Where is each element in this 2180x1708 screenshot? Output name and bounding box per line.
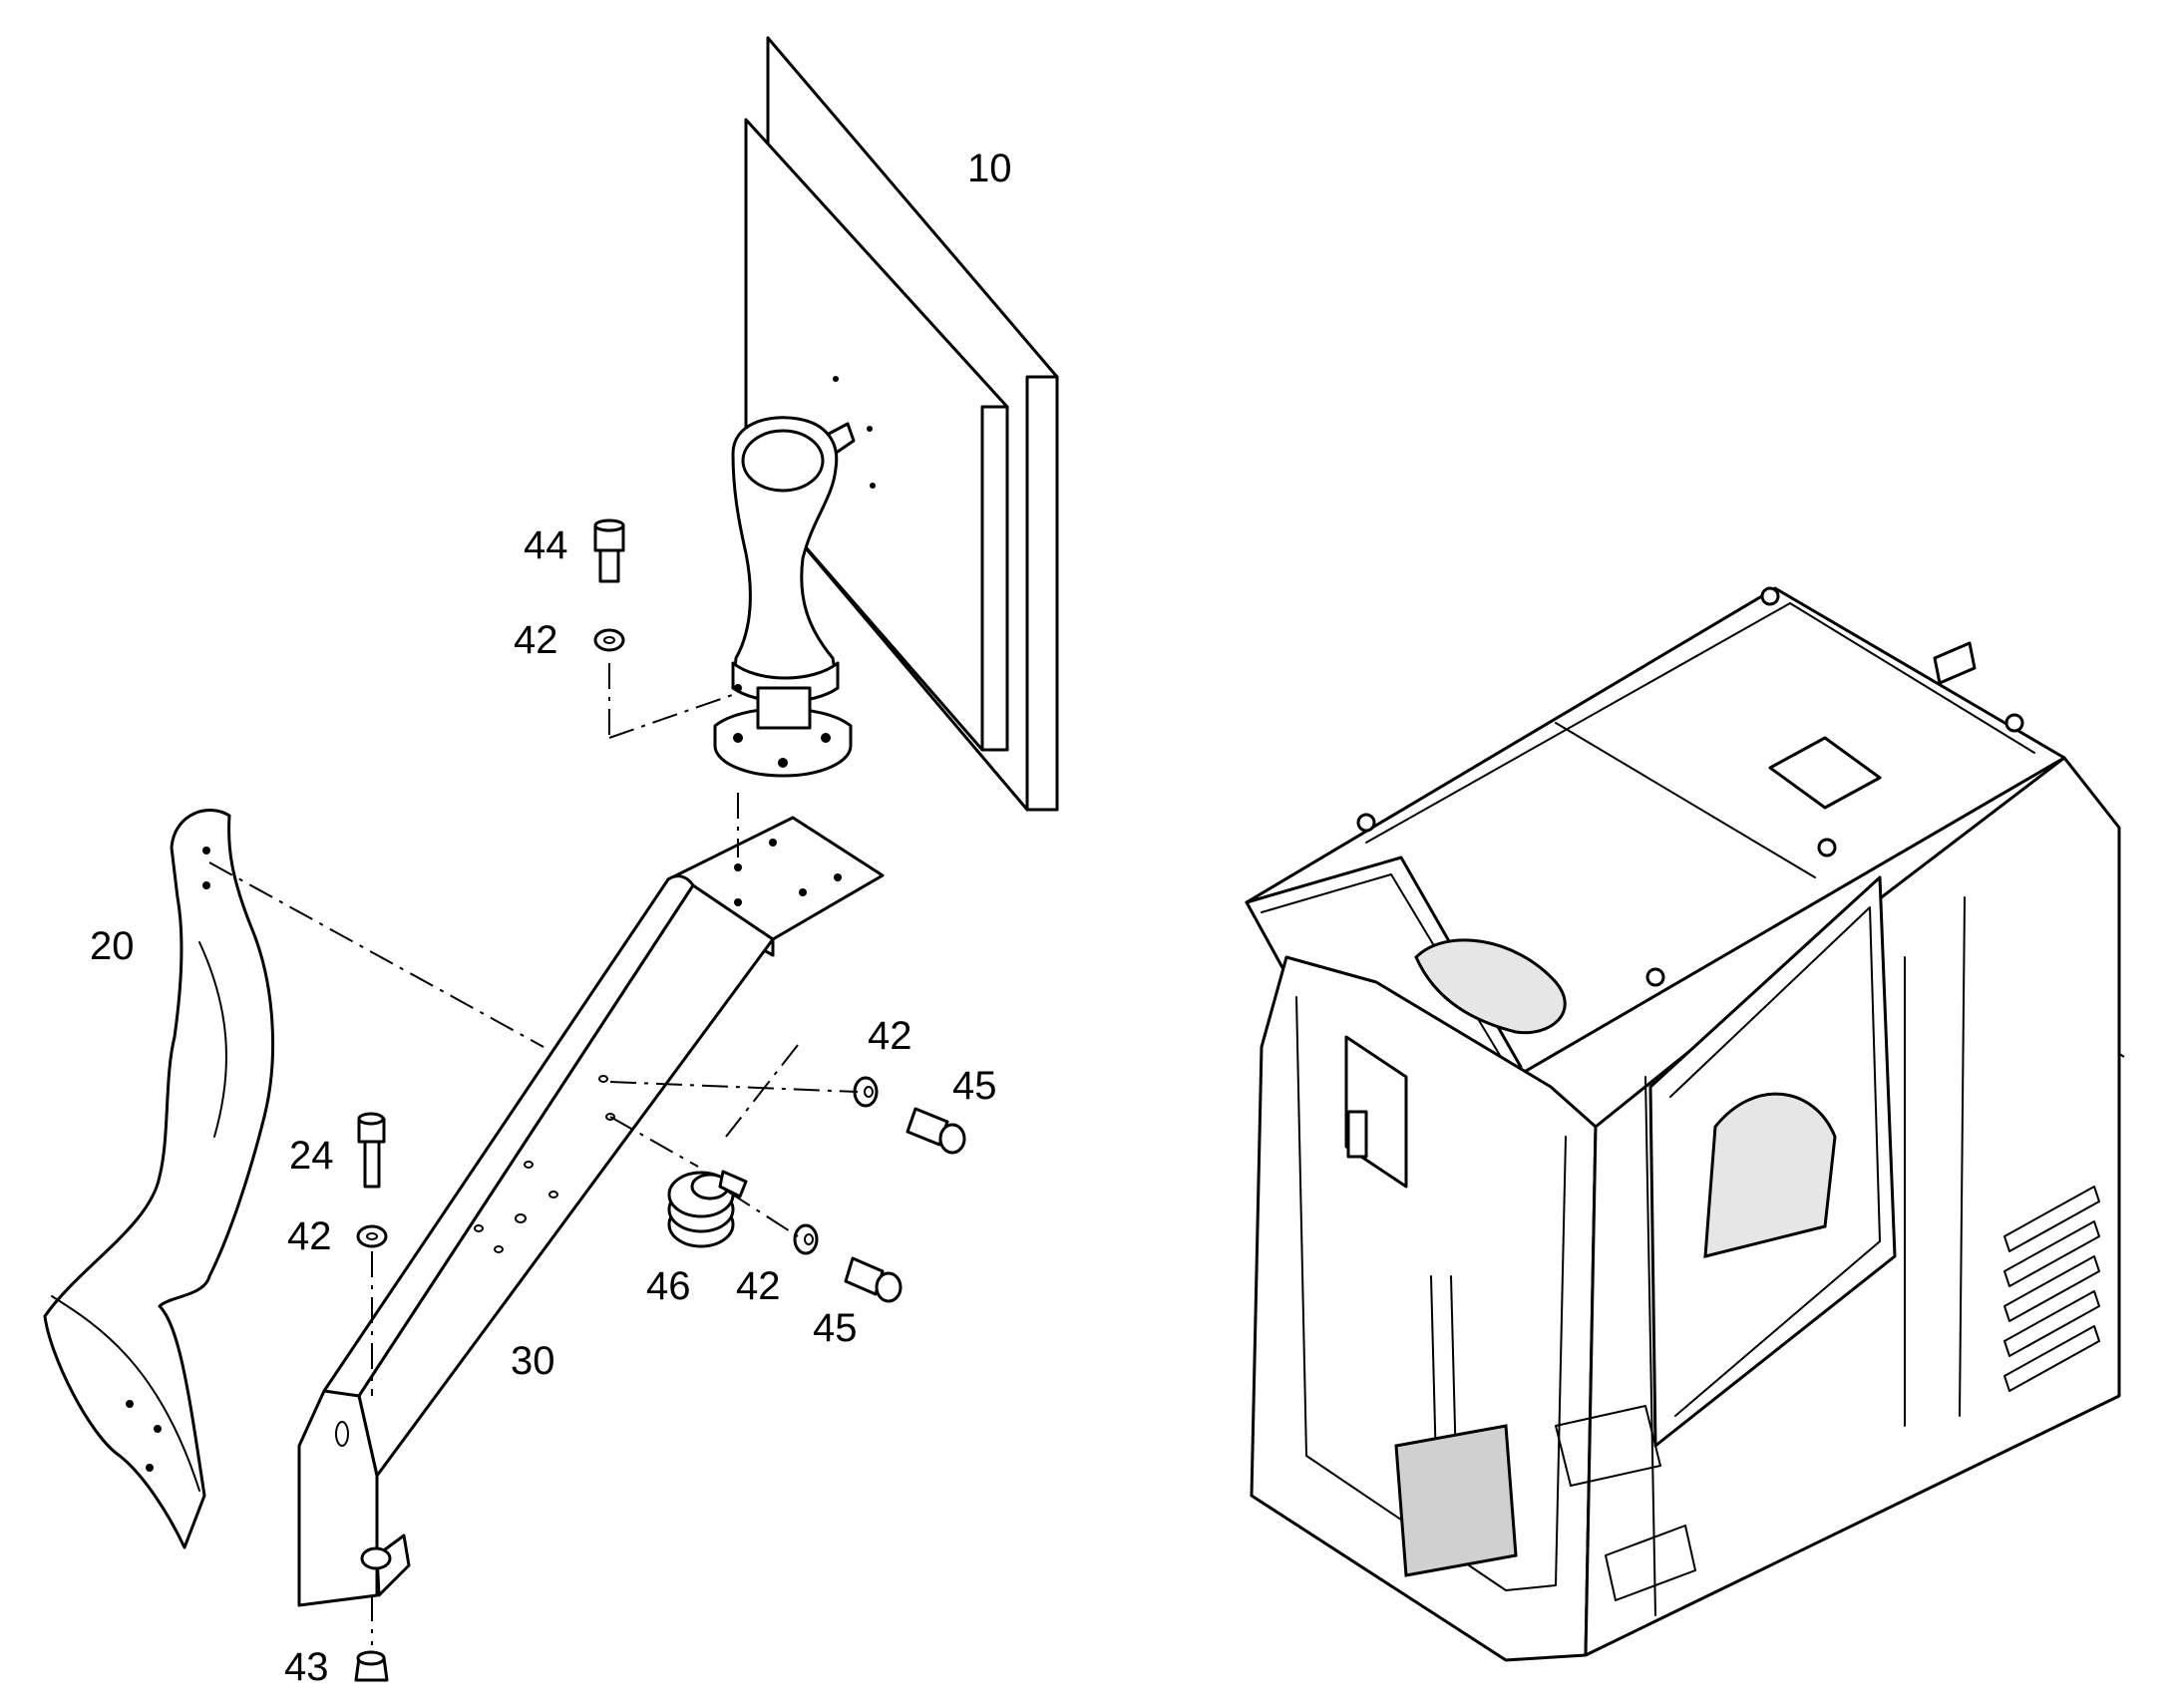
callout-45-bottom: 45: [813, 1306, 858, 1350]
monitor-mount-stand: [713, 416, 856, 778]
callout-42-right-top: 42: [868, 1014, 912, 1058]
part-10-monitor-panel: [744, 36, 1059, 812]
part-30-arm-bracket: [297, 816, 885, 1607]
part-42-washer-right-bottom: [793, 1223, 819, 1255]
callout-20: 20: [90, 924, 135, 968]
callout-46: 46: [646, 1264, 691, 1308]
callout-10: 10: [967, 147, 1012, 190]
part-24-bolt: [357, 1112, 386, 1189]
callout-24: 24: [289, 1134, 334, 1178]
part-46-cable-clip: [667, 1170, 748, 1248]
part-42-washer-left: [356, 1224, 388, 1248]
part-44-bolt: [593, 518, 625, 583]
part-42-washer-right-top: [853, 1076, 879, 1108]
part-45-screw-top: [906, 1107, 966, 1155]
callout-45-top: 45: [952, 1064, 997, 1108]
operator-cab-overview: [1245, 586, 2121, 1662]
callout-42-top: 42: [514, 618, 558, 662]
part-42-washer-top: [593, 628, 625, 652]
part-43-nut: [354, 1650, 389, 1682]
side-vents: [2003, 1186, 2100, 1392]
callout-labels: 10 44 42 20 42 45 24 42 46 42 45 30 43: [90, 147, 1012, 1689]
callout-44: 44: [524, 523, 568, 567]
part-45-screw-bottom: [844, 1256, 903, 1303]
callout-30: 30: [511, 1339, 555, 1383]
callout-42-left: 42: [287, 1214, 332, 1258]
callout-42-right-bottom: 42: [736, 1264, 781, 1308]
part-20-curved-bracket: [43, 809, 275, 1549]
callout-43: 43: [284, 1645, 329, 1689]
